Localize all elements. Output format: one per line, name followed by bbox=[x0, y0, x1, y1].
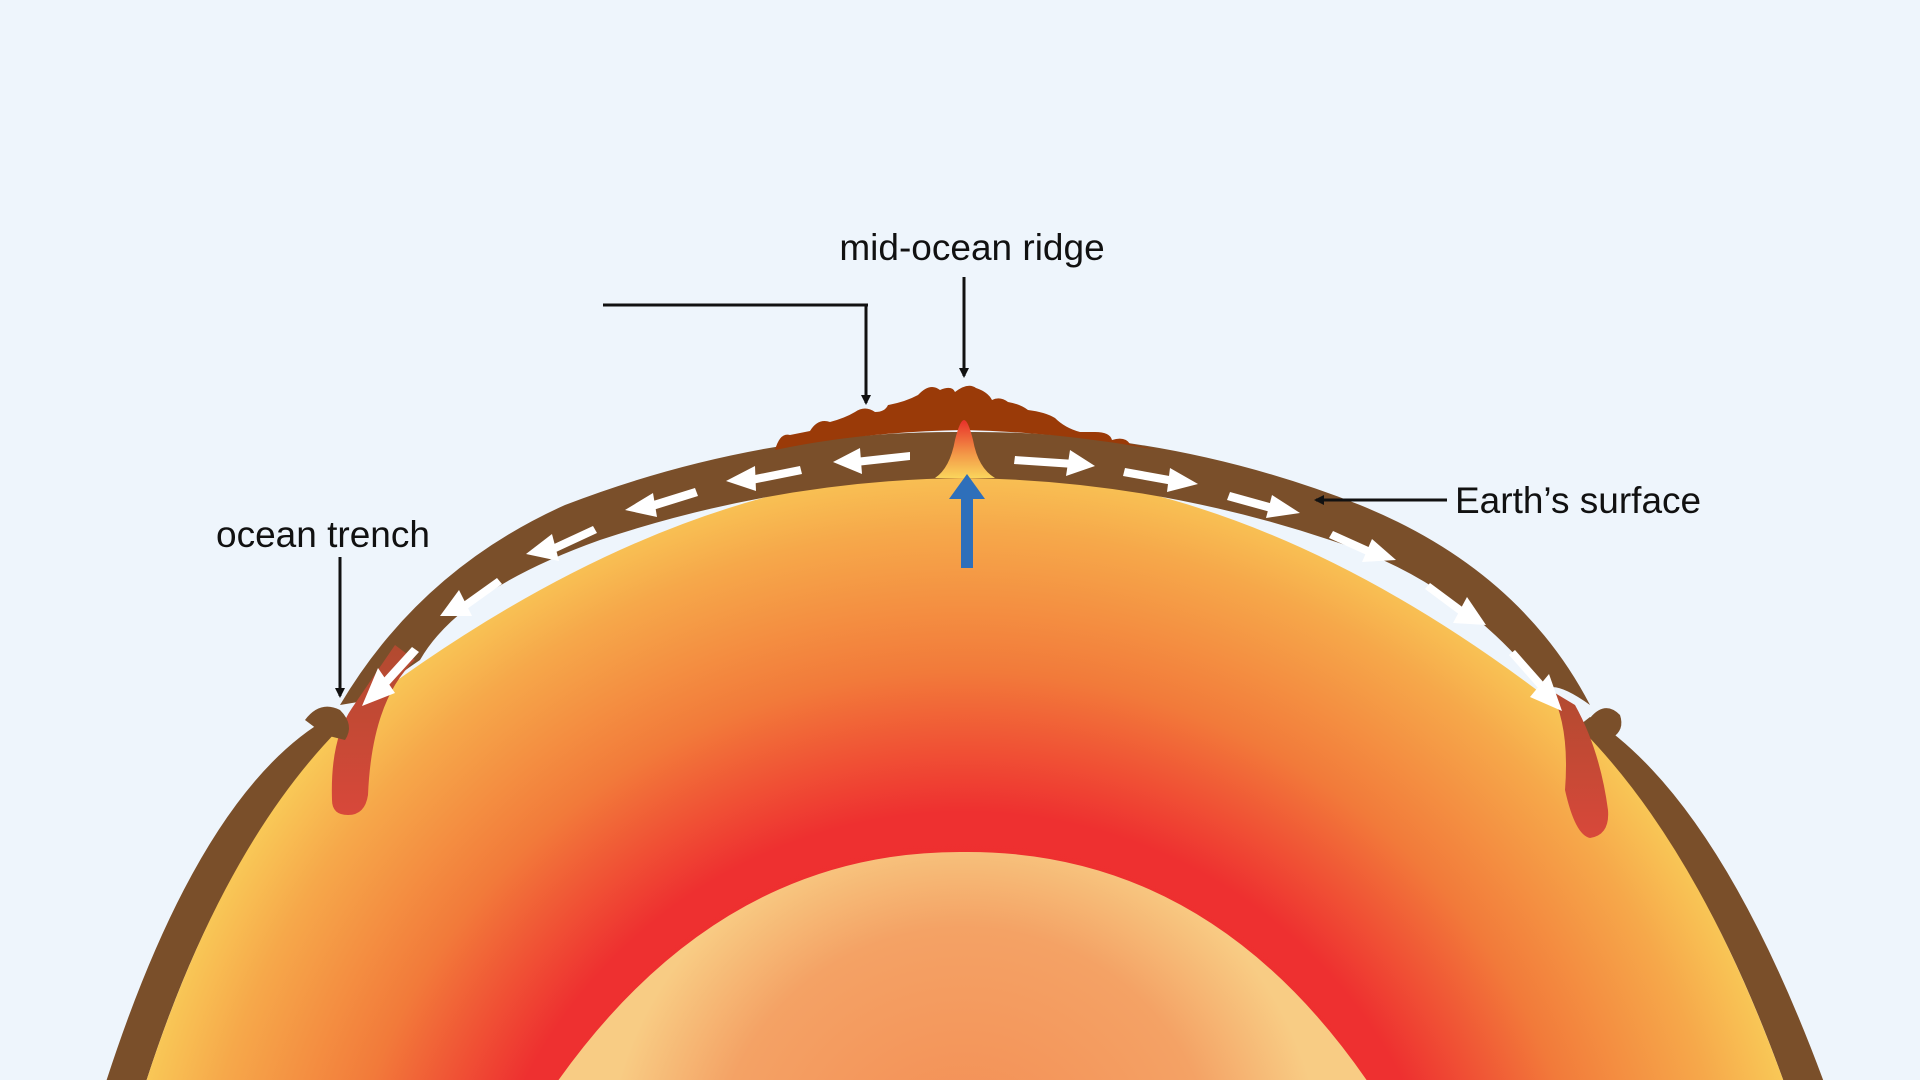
flow-arrow-right bbox=[1425, 583, 1486, 625]
mid-ocean-ridge-label: mid-ocean ridge bbox=[839, 227, 1104, 268]
earths-surface-label: Earth’s surface bbox=[1455, 480, 1701, 521]
ocean-trench-label: ocean trench bbox=[216, 514, 430, 555]
outer-core bbox=[558, 851, 1367, 1080]
trench-crust-left bbox=[305, 706, 349, 740]
crust-outer-ring-right bbox=[1567, 717, 1824, 1080]
flow-arrow-left bbox=[440, 578, 502, 616]
subducting-slab-left bbox=[331, 645, 415, 815]
flow-arrow-left bbox=[362, 647, 419, 706]
upwelling-arrow bbox=[949, 474, 985, 568]
subducting-slab-right bbox=[1550, 690, 1609, 838]
flow-arrow-right bbox=[1123, 468, 1198, 492]
flow-arrow-left bbox=[625, 488, 698, 517]
flow-arrow-right bbox=[1014, 450, 1095, 476]
ridge-magma-chamber bbox=[935, 420, 995, 478]
flow-arrow-left bbox=[726, 466, 802, 491]
flow-arrow-right bbox=[1509, 650, 1562, 711]
mid-ocean-ridge-rock bbox=[775, 385, 1158, 450]
flow-arrow-right bbox=[1227, 492, 1300, 518]
plate-motion-arrows bbox=[362, 448, 1562, 711]
flow-arrow-right bbox=[1329, 531, 1396, 562]
crust-outer-ring bbox=[106, 717, 355, 1080]
flow-arrow-left bbox=[833, 448, 910, 474]
mantle bbox=[146, 470, 1784, 1080]
trench-crust-right bbox=[1590, 708, 1622, 738]
flow-arrow-left bbox=[526, 526, 597, 561]
